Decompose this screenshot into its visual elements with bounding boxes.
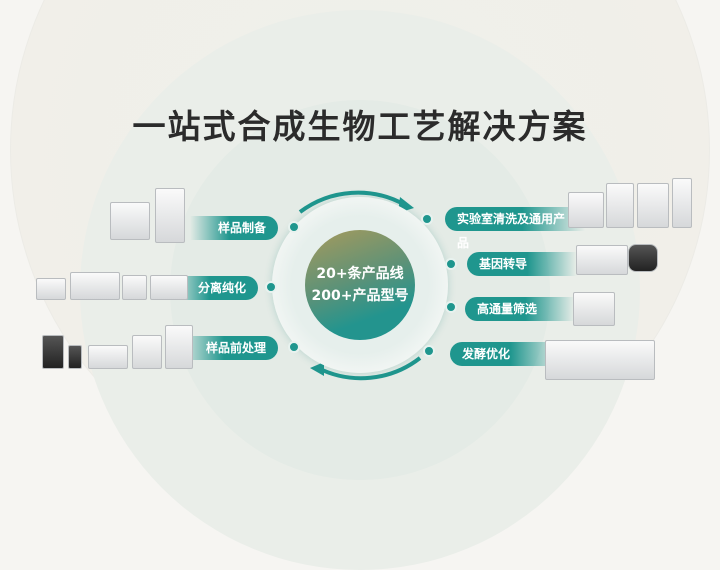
equipment-electroporator (576, 245, 628, 275)
equipment-evaporator (150, 275, 188, 300)
node-dot (288, 341, 300, 353)
equipment-dispenser (672, 178, 692, 228)
equipment-purifier (70, 272, 120, 300)
label-sample-prep: 样品制备 (190, 216, 278, 240)
node-dot (445, 258, 457, 270)
equipment-spray-dryer (155, 188, 185, 243)
arrow-bottom (317, 356, 422, 381)
center-core: 20+条产品线 200+产品型号 (305, 230, 415, 340)
label-pretreatment: 样品前处理 (180, 336, 278, 360)
label-fermentation: 发酵优化 (450, 342, 560, 366)
node-dot (445, 301, 457, 313)
equipment-ultrasonic (68, 345, 82, 369)
equipment-reactor (165, 325, 193, 369)
label-high-throughput: 高通量筛选 (465, 297, 575, 321)
equipment-parallel-bioreactor (545, 340, 655, 380)
equipment-sterilizer (637, 183, 669, 228)
arrow-top (298, 190, 406, 214)
node-dot (423, 345, 435, 357)
node-dot (421, 213, 433, 225)
equipment-screening-system (573, 292, 615, 326)
label-gene-transduction: 基因转导 (467, 252, 577, 276)
arrowhead-bottom (310, 362, 324, 376)
equipment-washer (606, 183, 634, 228)
equipment-gene-gun (628, 244, 658, 272)
equipment-analyzer (122, 275, 147, 300)
equipment-chromatography (36, 278, 66, 300)
center-line1: 20+条产品线 (316, 266, 404, 282)
node-dot (288, 221, 300, 233)
page-title: 一站式合成生物工艺解决方案 (132, 107, 588, 146)
equipment-freeze-dryer (110, 202, 150, 240)
equipment-concentrator (88, 345, 128, 369)
center-line2: 200+产品型号 (311, 288, 409, 304)
equipment-ultrasonic-cleaner (568, 192, 604, 228)
equipment-centrifuge (132, 335, 162, 369)
label-lab-cleaning: 实验室清洗及通用产品 (445, 207, 585, 250)
equipment-homogenizer (42, 335, 64, 369)
node-dot (265, 281, 277, 293)
